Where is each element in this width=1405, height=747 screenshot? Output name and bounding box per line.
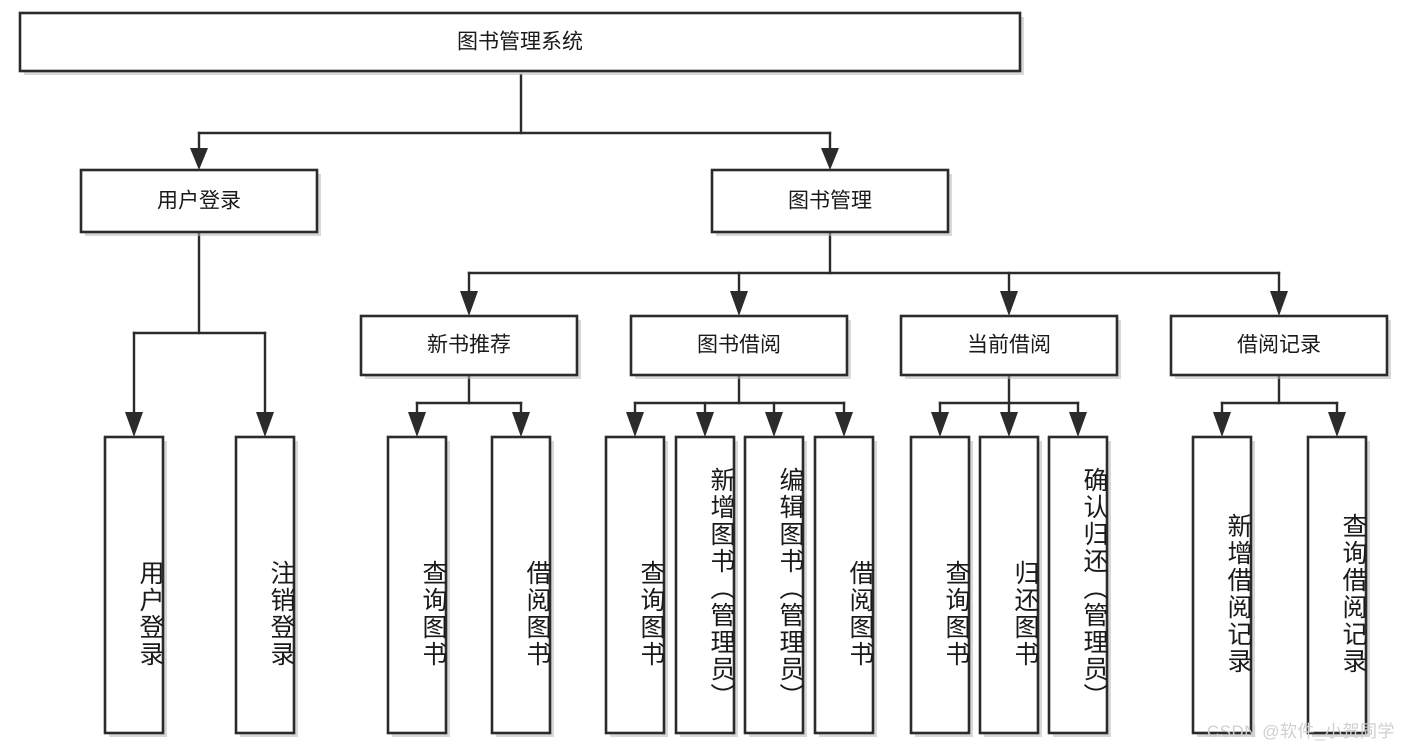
arrow-to-user-login	[190, 148, 208, 170]
leaf-new-book-2-box[interactable]	[490, 435, 552, 735]
edge-layer	[125, 73, 1346, 437]
node-book-borrow-box[interactable]	[629, 314, 849, 377]
arrow-currentborrow-leaf3	[1069, 412, 1087, 437]
node-new-book-label: 新书推荐	[427, 334, 511, 357]
leaf-book-borrow-4-box[interactable]	[813, 435, 875, 735]
arrow-borrowrecord-leaf2	[1328, 412, 1346, 437]
leaf-user-login-2-box[interactable]	[234, 435, 296, 735]
leaf-book-borrow-1-box[interactable]	[604, 435, 666, 735]
node-book-mgmt-label: 图书管理	[788, 190, 872, 213]
arrow-to-borrowrecord	[1270, 291, 1288, 316]
arrow-userlogin-leaf2	[256, 412, 274, 437]
node-current-borrow-label: 当前借阅	[967, 334, 1051, 357]
node-borrow-record-box[interactable]	[1169, 314, 1389, 377]
node-book-borrow-label: 图书借阅	[697, 334, 781, 357]
arrow-currentborrow-leaf1	[931, 412, 949, 437]
arrow-to-bookborrow	[730, 291, 748, 316]
arrow-borrowrecord-leaf1	[1213, 412, 1231, 437]
arrow-to-book-mgmt	[821, 148, 839, 170]
leaf-book-borrow-3-box[interactable]	[743, 435, 805, 735]
node-user-login-box[interactable]	[79, 168, 319, 234]
leaf-book-borrow-2-box[interactable]	[674, 435, 736, 735]
node-user-login-label: 用户登录	[157, 190, 241, 213]
arrow-userlogin-leaf1	[125, 412, 143, 437]
arrow-newbook-leaf1	[408, 412, 426, 437]
node-current-borrow-box[interactable]	[899, 314, 1119, 377]
csdn-watermark: CSDN @软件_小贺同学	[1206, 722, 1395, 741]
node-borrow-record-label: 借阅记录	[1237, 334, 1321, 357]
leaf-current-borrow-2-box[interactable]	[978, 435, 1040, 735]
leaf-borrow-record-2-box[interactable]	[1306, 435, 1368, 735]
node-root-label: 图书管理系统	[457, 31, 583, 54]
leaf-borrow-record-1-box[interactable]	[1191, 435, 1253, 735]
arrow-currentborrow-leaf2	[1000, 412, 1018, 437]
node-new-book-box[interactable]	[359, 314, 579, 377]
arrow-to-newbook	[460, 291, 478, 316]
arrow-newbook-leaf2	[512, 412, 530, 437]
arrow-bookborrow-leaf4	[835, 412, 853, 437]
leaf-current-borrow-3-box[interactable]	[1047, 435, 1109, 735]
leaf-current-borrow-1-box[interactable]	[909, 435, 971, 735]
leaf-new-book-1-box[interactable]	[386, 435, 448, 735]
arrow-bookborrow-leaf3	[765, 412, 783, 437]
arrow-bookborrow-leaf1	[626, 412, 644, 437]
arrow-to-currentborrow	[1000, 291, 1018, 316]
arrow-bookborrow-leaf2	[696, 412, 714, 437]
node-layer: 图书管理系统 用户登录 图书管理 新书推荐 图书借阅 当前借阅 借阅记录	[18, 11, 1391, 737]
node-book-mgmt-box[interactable]	[710, 168, 950, 234]
leaf-user-login-1-box[interactable]	[103, 435, 165, 735]
node-root-box[interactable]	[18, 11, 1022, 73]
